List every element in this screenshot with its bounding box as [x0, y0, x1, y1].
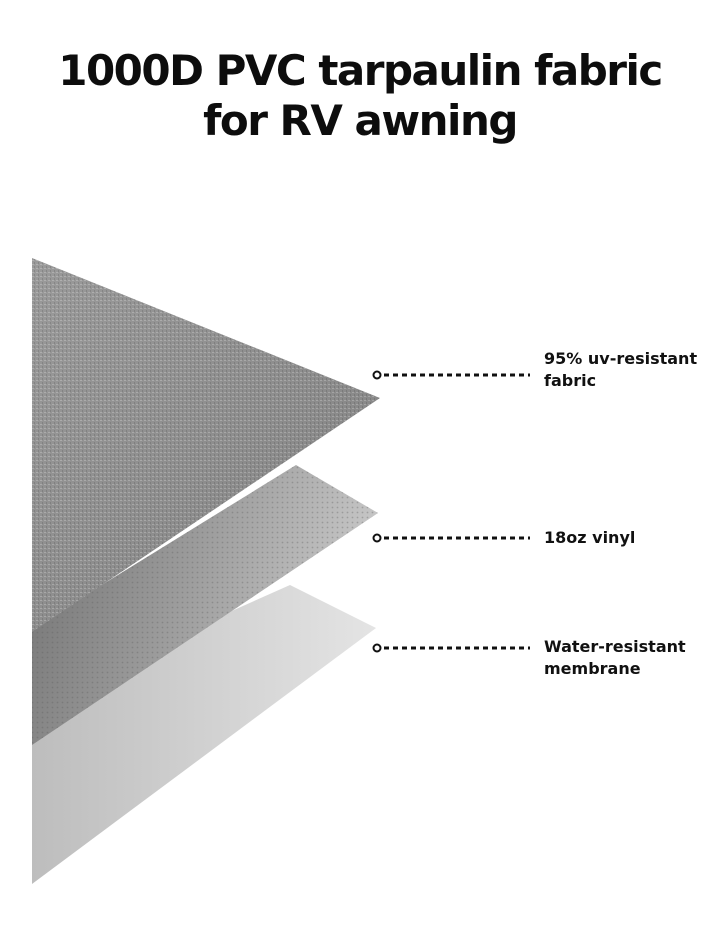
title-line-2: for RV awning [203, 96, 518, 145]
callout-line-2 [372, 533, 530, 543]
layer-label-vinyl: 18oz vinyl [544, 527, 635, 549]
layer-label-membrane: Water-resistant membrane [544, 636, 686, 680]
membrane-layer [32, 585, 376, 884]
title-line-1: 1000D PVC tarpaulin fabric [58, 46, 663, 95]
layer-label-membrane-line-1: Water-resistant [544, 637, 686, 656]
layer-label-fabric: 95% uv-resistant fabric [544, 348, 697, 392]
layer-label-fabric-line-2: fabric [544, 371, 597, 390]
layer-label-vinyl-line-1: 18oz vinyl [544, 528, 636, 547]
page-title: 1000D PVC tarpaulin fabric for RV awning [0, 46, 720, 146]
layer-label-membrane-line-2: membrane [544, 659, 641, 678]
callout-line-3 [372, 643, 530, 653]
callout-line-1 [372, 370, 530, 380]
fabric-layer [32, 258, 380, 632]
vinyl-layer [32, 465, 378, 745]
layer-label-fabric-line-1: 95% uv-resistant [544, 349, 698, 368]
